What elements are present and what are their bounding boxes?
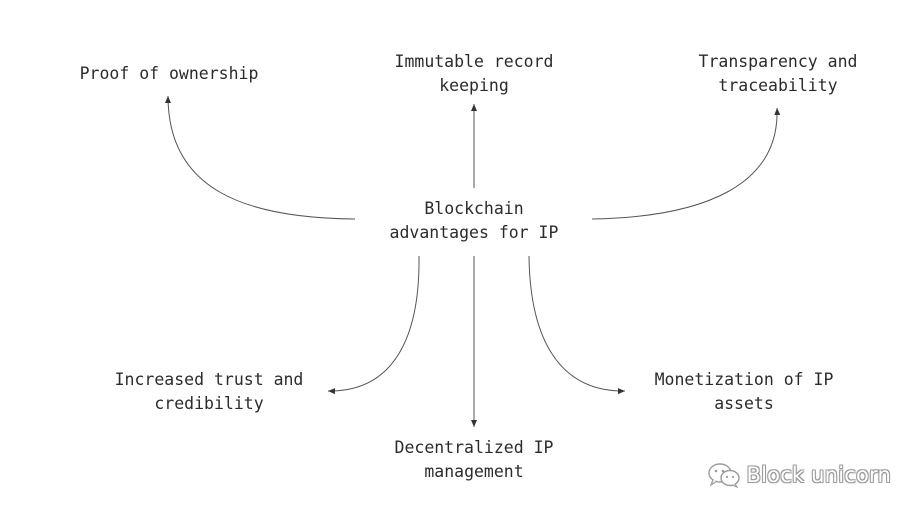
center-node-line2: advantages for IP <box>389 223 559 242</box>
node-increased-trust: Increased trust and credibility <box>94 368 324 416</box>
watermark: Block unicorn <box>707 462 892 488</box>
edge-to-increased-trust <box>327 255 420 395</box>
edge-to-proof-of-ownership <box>165 95 356 220</box>
center-node: Blockchain advantages for IP <box>364 197 584 245</box>
node-transparency: Transparency and traceability <box>668 50 888 98</box>
wechat-icon <box>707 463 740 488</box>
node-monetization-line1: Monetization of IP <box>654 370 834 389</box>
edge-to-transparency <box>591 107 781 220</box>
node-trust-line2: credibility <box>154 394 264 413</box>
edge-to-monetization <box>528 255 626 395</box>
node-proof-line1: Proof of ownership <box>79 64 259 83</box>
center-node-line1: Blockchain <box>424 199 524 218</box>
node-decentralized: Decentralized IP management <box>364 436 584 484</box>
node-transparency-line2: traceability <box>718 76 838 95</box>
node-immutable-line2: keeping <box>439 76 509 95</box>
node-trust-line1: Increased trust and <box>114 370 304 389</box>
node-immutable-record: Immutable record keeping <box>364 50 584 98</box>
node-monetization-line2: assets <box>714 394 774 413</box>
node-transparency-line1: Transparency and <box>698 52 858 71</box>
node-decentralized-line2: management <box>424 462 524 481</box>
node-monetization: Monetization of IP assets <box>632 368 856 416</box>
node-immutable-line1: Immutable record <box>394 52 554 71</box>
watermark-text: Block unicorn <box>746 463 891 487</box>
node-proof-of-ownership: Proof of ownership <box>58 62 280 86</box>
node-decentralized-line1: Decentralized IP <box>394 438 554 457</box>
